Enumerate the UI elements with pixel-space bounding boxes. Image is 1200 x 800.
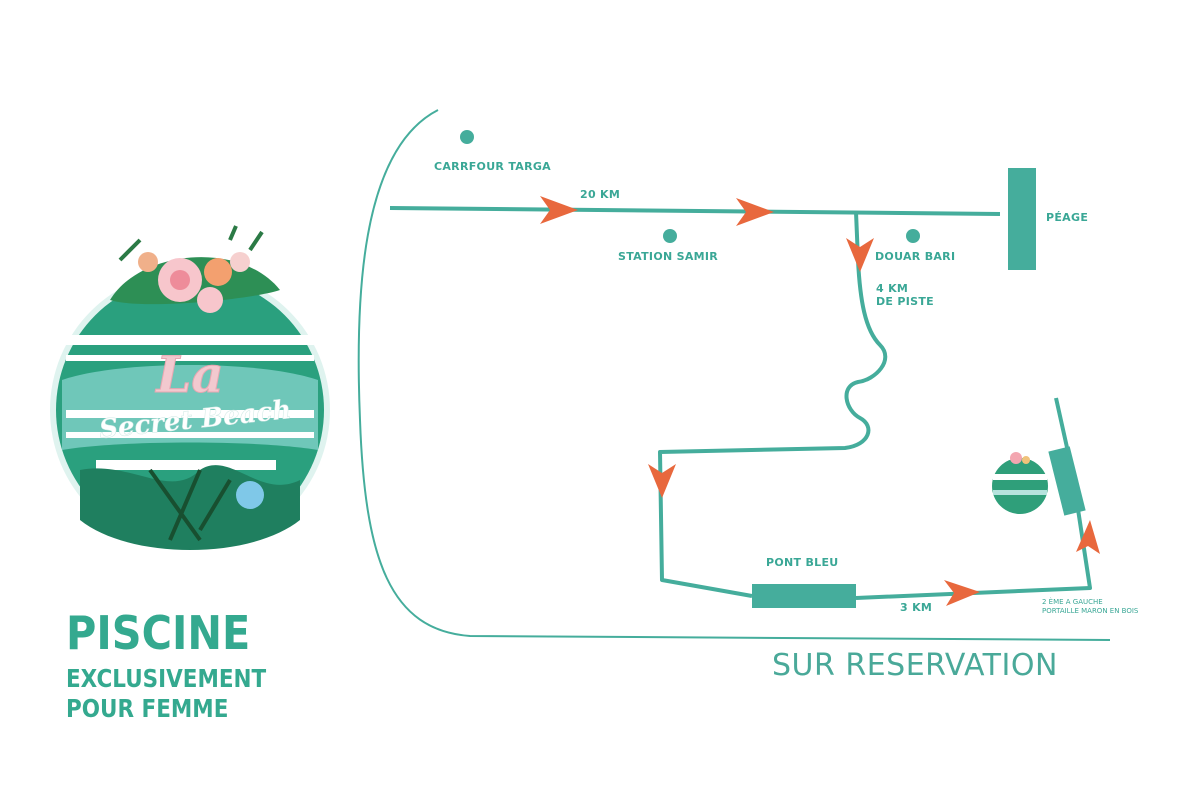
douar-dot <box>906 229 920 243</box>
map-frame <box>357 109 1111 641</box>
arrow-icon <box>944 580 980 606</box>
gate-bar <box>1048 446 1086 516</box>
distance-20-label: 20 KM <box>580 188 621 201</box>
reservation-note: SUR RESERVATION <box>772 648 1058 683</box>
beach-marker-icon <box>992 452 1048 514</box>
tagline-line-2: EXCLUSIVEMENT <box>66 664 267 693</box>
carrefour-label: CARRFOUR TARGA <box>434 160 551 173</box>
arrow-icon <box>736 198 774 226</box>
pont-bleu-bridge <box>752 584 856 608</box>
piste-type: DE PISTE <box>876 295 934 308</box>
gate-label: 2 ÈME A GAUCHE PORTAILLE MARON EN BOIS <box>1042 598 1138 616</box>
peage-block <box>1008 168 1036 270</box>
highway-road <box>389 206 1001 216</box>
pont-label: PONT BLEU <box>766 556 839 569</box>
station-dot <box>663 229 677 243</box>
distance-3-label: 3 KM <box>900 601 933 614</box>
station-label: STATION SAMIR <box>618 250 719 263</box>
tagline-title: PISCINE <box>66 606 251 660</box>
arrow-icon <box>540 196 578 224</box>
final-road <box>855 397 1092 600</box>
logo-title: La <box>154 345 224 404</box>
carrefour-dot <box>460 130 474 144</box>
arrow-icon <box>1076 520 1100 554</box>
piste-distance: 4 KM <box>876 282 909 295</box>
gate-description: PORTAILLE MARON EN BOIS <box>1042 607 1139 615</box>
arrow-icon <box>846 238 874 272</box>
logo-badge <box>50 225 330 550</box>
tagline-line-3: POUR FEMME <box>66 694 229 723</box>
douar-label: DOUAR BARI <box>875 250 956 263</box>
arrow-icon <box>648 464 676 498</box>
peage-label: PÉAGE <box>1046 211 1089 224</box>
gate-direction: 2 ÈME A GAUCHE <box>1042 598 1103 606</box>
piste-road <box>658 211 888 598</box>
piste-label: 4 KM DE PISTE <box>876 282 934 308</box>
